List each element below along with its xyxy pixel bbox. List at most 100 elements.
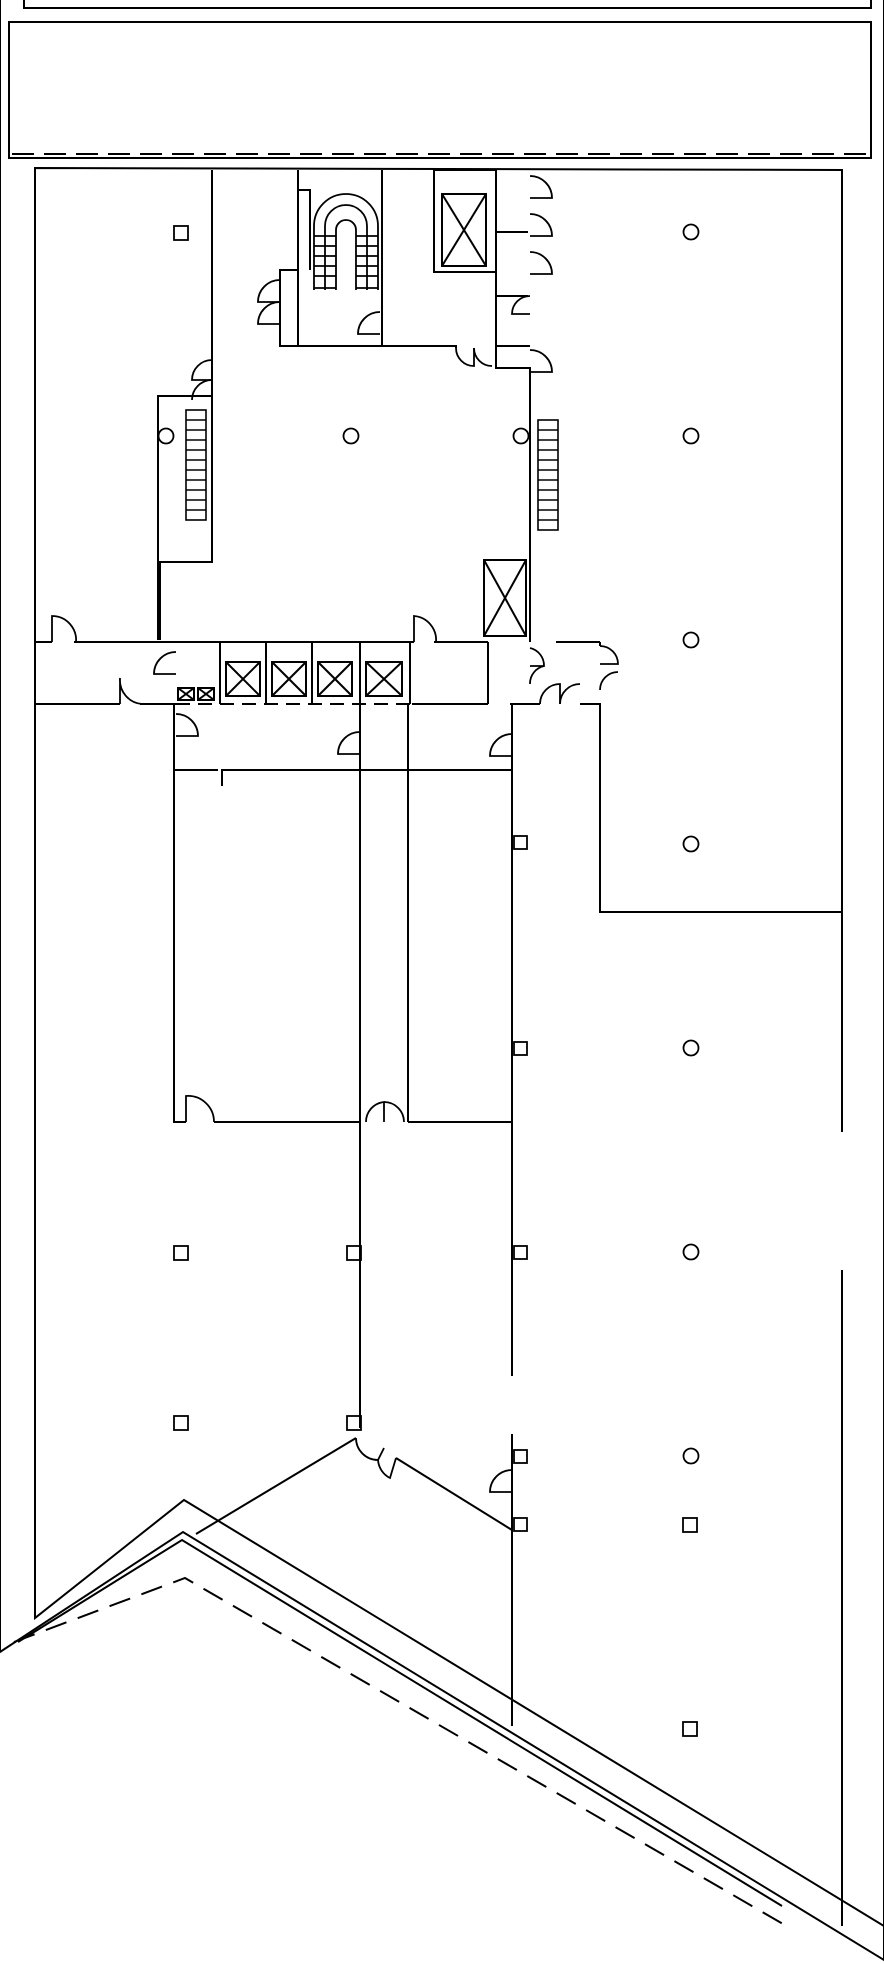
outer-shell-chevron-inner: [17, 1538, 783, 1907]
door-swing-icon: [489, 1469, 513, 1493]
door-swing-icon: [257, 301, 281, 325]
door-swing-icon: [337, 731, 361, 755]
door-swing-icon: [191, 379, 213, 401]
elevator-icon: [177, 687, 195, 701]
door-swing-icon: [51, 615, 77, 643]
elevator-icon: [433, 169, 497, 273]
room-a-outline: [173, 769, 361, 1123]
door-swing-icon: [455, 347, 475, 367]
core-wall-west: [157, 170, 213, 640]
door-swing-icon: [529, 175, 553, 199]
door-swing-icon: [599, 645, 619, 665]
column-square-icon: [173, 1245, 189, 1261]
elevator-icon: [317, 661, 353, 697]
column-square-icon: [513, 1245, 528, 1260]
column-square-icon: [513, 1517, 528, 1532]
column-square-icon: [173, 225, 189, 241]
column-square-icon: [513, 835, 528, 850]
elevator-cross: [271, 661, 307, 697]
stair-north-inner: [335, 219, 357, 290]
core-wall-d: [495, 170, 531, 642]
columns: [157, 223, 700, 1737]
stair-west: [185, 409, 207, 521]
core-wall-a: [297, 170, 383, 347]
stair-east: [537, 419, 559, 531]
door-swing-icon: [365, 1101, 385, 1123]
door-swing-icon: [559, 683, 581, 705]
column-round-icon: [342, 427, 360, 445]
column-round-icon: [682, 1243, 700, 1261]
elevator-central-east: [483, 559, 527, 637]
column-square-icon: [513, 1449, 528, 1464]
column-square-icon: [173, 1415, 189, 1431]
door-swing-icon: [257, 279, 281, 303]
door-swing-icon: [489, 733, 513, 757]
core-north: [157, 170, 531, 642]
stair-north: [313, 193, 379, 290]
south-rooms: [173, 704, 513, 1726]
elevator-icon: [197, 687, 215, 701]
lift-bank: [177, 661, 403, 701]
doors: [51, 175, 619, 1493]
door-swing-icon: [539, 683, 561, 705]
elevator-icon: [225, 661, 261, 697]
elevator-car: [441, 193, 487, 267]
chevron-dash-line: [13, 1576, 791, 1929]
diag-wall-west: [195, 1437, 357, 1535]
canopy-panel: [8, 21, 872, 159]
corridor-south-wall-c: [580, 703, 842, 913]
elevator-cross: [317, 661, 353, 697]
door-swing-icon: [529, 251, 553, 275]
elevator-cross: [365, 661, 403, 697]
column-round-icon: [682, 1039, 700, 1057]
core-wall-h: [279, 269, 298, 347]
door-swing-icon: [185, 1095, 215, 1123]
door-swing-icon: [119, 677, 143, 705]
central-wall-west: [159, 396, 213, 640]
elevator-icon: [365, 661, 403, 697]
door-swing-icon: [357, 311, 381, 335]
door-swing-icon: [599, 671, 619, 691]
door-swing-icon: [529, 349, 553, 373]
column-round-icon: [682, 1447, 700, 1465]
central-walls: [159, 345, 531, 642]
door-swing-icon: [175, 713, 199, 737]
cross-corridor: [35, 641, 842, 913]
elevator-icon: [271, 661, 307, 697]
elevator-icon: [483, 559, 527, 637]
canopy-band: [8, 0, 872, 159]
column-square-icon: [346, 1415, 362, 1431]
door-swing-icon: [413, 615, 437, 643]
column-round-icon: [157, 427, 175, 445]
stair-icon: [185, 409, 207, 521]
core-wall-i: [297, 170, 311, 270]
column-square-icon: [513, 1041, 528, 1056]
canopy-top-strip: [23, 0, 872, 9]
elevator-north: [433, 169, 497, 273]
door-swing-icon: [377, 1457, 397, 1480]
core-wall-b: [382, 345, 457, 348]
stair-north-outline: [313, 193, 379, 290]
column-round-icon: [512, 427, 530, 445]
door-swing-icon: [511, 295, 531, 315]
column-round-icon: [682, 631, 700, 649]
column-round-icon: [682, 223, 700, 241]
door-swing-icon: [153, 651, 177, 675]
door-swing-icon: [473, 347, 493, 367]
stair-icon: [537, 419, 559, 531]
column-round-icon: [682, 835, 700, 853]
door-swing-icon: [529, 665, 545, 685]
column-square-icon: [682, 1517, 698, 1533]
door-swing-icon: [383, 1101, 405, 1123]
elevator-cross: [197, 687, 215, 701]
elevator-cross: [177, 687, 195, 701]
outer-shell-inner-wall: [34, 166, 884, 1927]
door-swing-icon: [355, 1437, 385, 1461]
elevator-cross: [225, 661, 261, 697]
door-swing-icon: [529, 213, 553, 237]
stair-north-mid: [324, 204, 368, 290]
